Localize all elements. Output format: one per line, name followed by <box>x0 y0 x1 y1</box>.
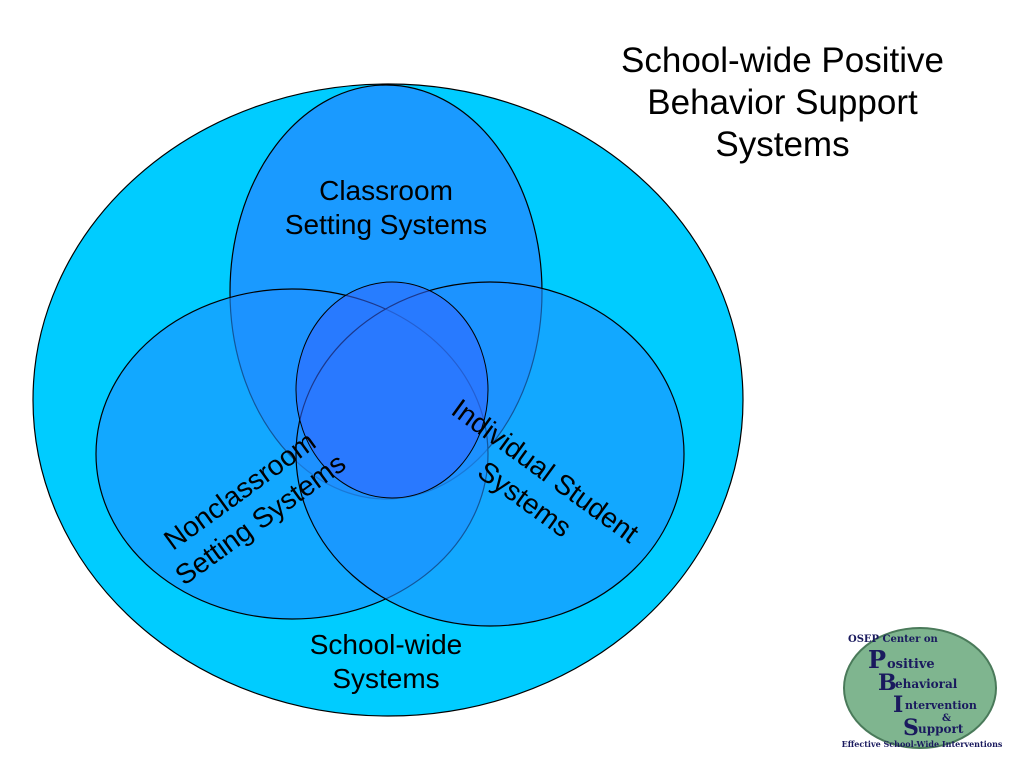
logo-i-rest: ntervention <box>905 699 977 712</box>
classroom-label-line2: Setting Systems <box>284 208 488 240</box>
pbis-logo: OSEP Center on P ositive B ehavioral I n… <box>842 627 1003 749</box>
schoolwide-label: School-wide Systems <box>256 628 516 695</box>
schoolwide-label-line2: Systems <box>332 662 440 694</box>
logo-b: B <box>878 670 897 696</box>
logo-bottom-text: Effective School-Wide Interventions <box>842 739 1003 749</box>
classroom-label-line1: Classroom <box>319 175 453 206</box>
schoolwide-label-line1: School-wide <box>309 629 463 660</box>
classroom-label: Classroom Setting Systems <box>246 174 526 241</box>
logo-amp: & <box>942 713 951 724</box>
logo-b-rest: ehavioral <box>895 677 958 691</box>
logo-s: S <box>903 715 919 741</box>
logo-s-rest: upport <box>918 722 964 736</box>
pbis-logo-circle <box>843 627 997 749</box>
center-overlap <box>295 281 489 499</box>
slide-title: School-wide Positive Behavior Support Sy… <box>621 41 944 164</box>
logo-i: I <box>893 692 903 718</box>
logo-p-rest: ositive <box>887 657 935 672</box>
logo-p: P <box>868 645 886 674</box>
logo-top-text: OSEP Center on <box>848 634 939 645</box>
